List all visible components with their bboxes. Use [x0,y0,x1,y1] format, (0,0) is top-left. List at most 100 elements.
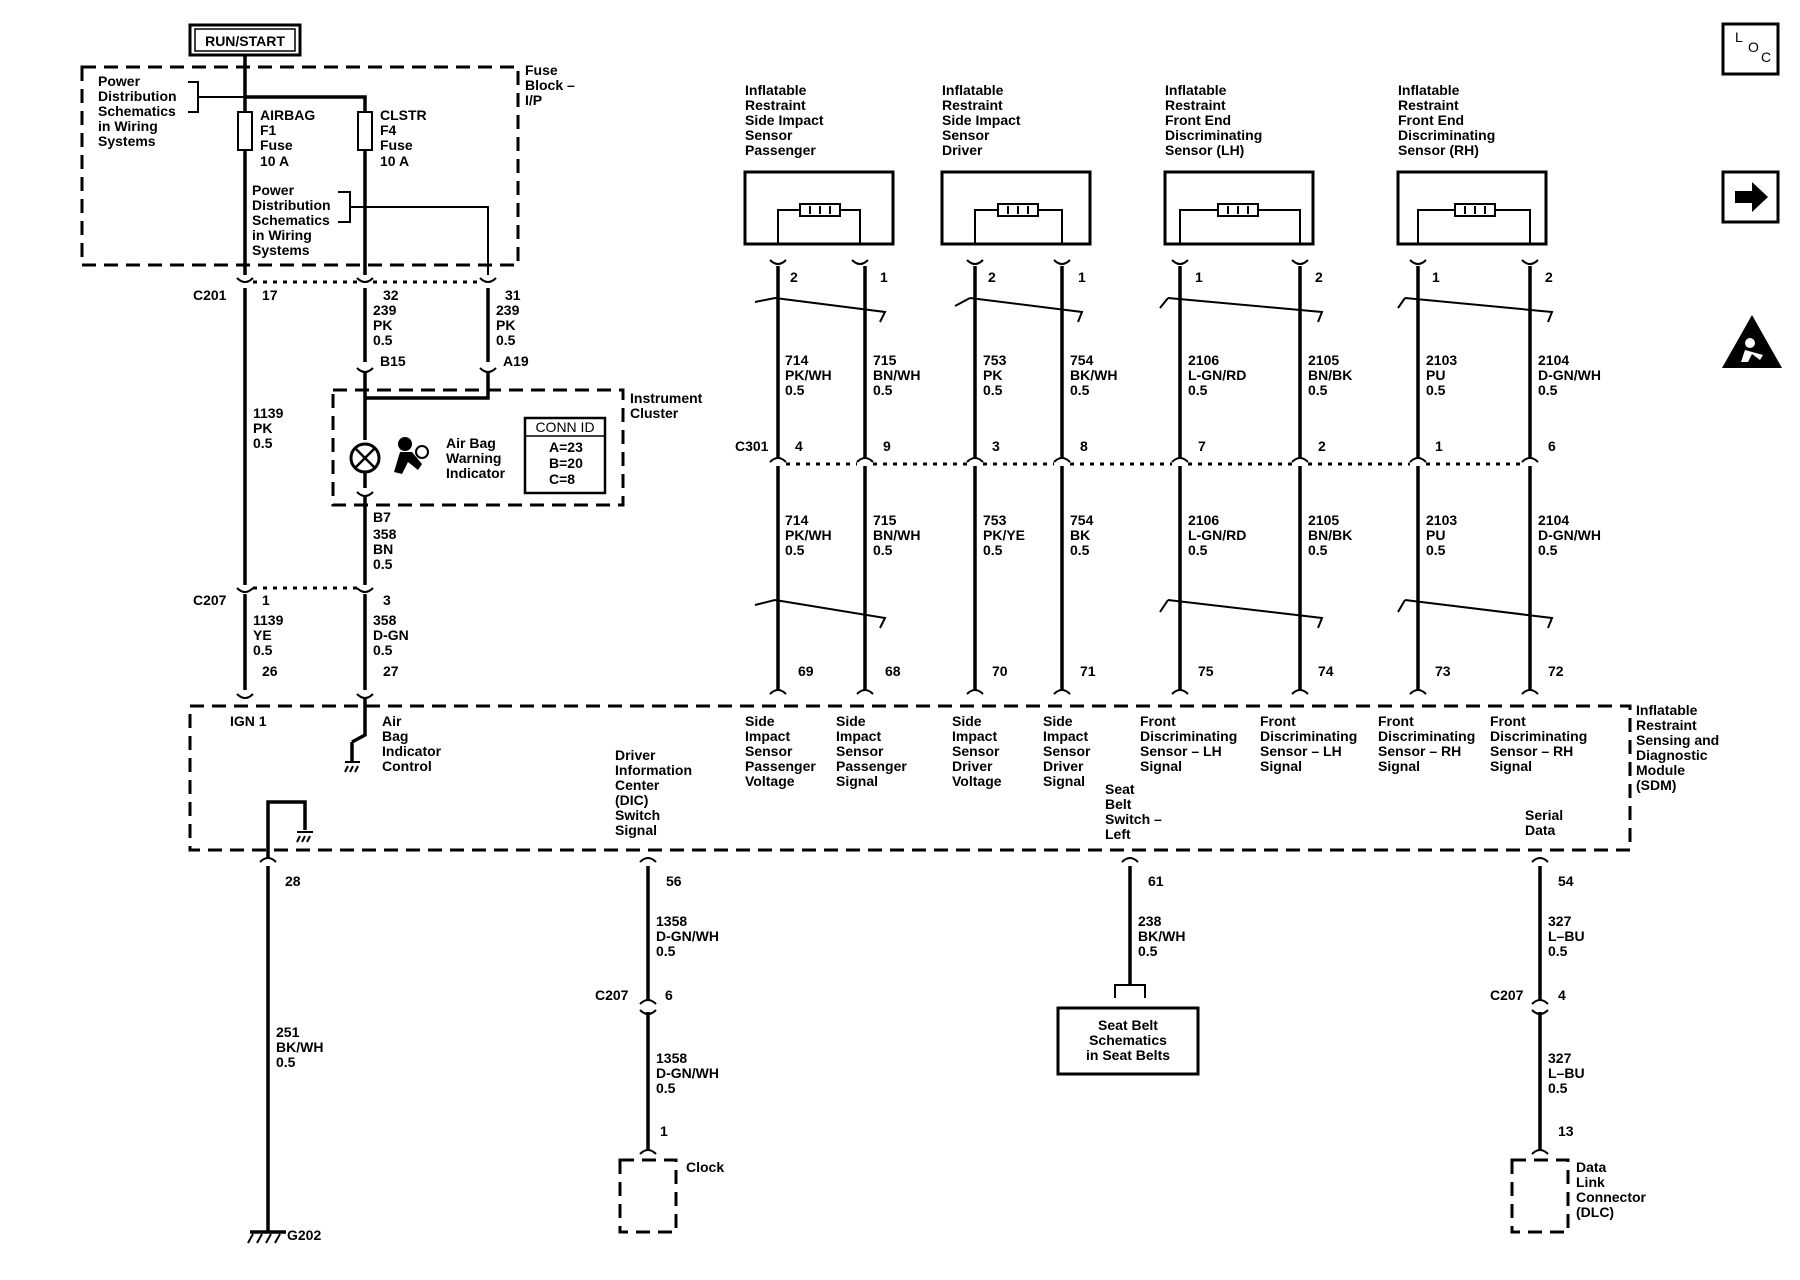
svg-text:PK/WH: PK/WH [785,367,832,383]
loc-icon[interactable]: L O C [1721,22,1780,76]
svg-text:Sensor – RH: Sensor – RH [1490,743,1573,759]
svg-text:PK/YE: PK/YE [983,527,1025,543]
svg-text:Side Impact: Side Impact [942,112,1021,128]
svg-text:74: 74 [1318,663,1334,679]
svg-text:D-GN: D-GN [373,627,409,643]
svg-text:F4: F4 [380,122,397,138]
svg-text:L: L [1735,29,1743,45]
svg-text:in Wiring: in Wiring [98,118,158,134]
svg-text:PK: PK [496,317,515,333]
dic-switch-label: Driver Information Center (DIC) Switch S… [615,747,692,838]
svg-text:Switch –: Switch – [1105,811,1162,827]
wire-239-pk-31: 239 PK 0.5 [496,302,520,348]
svg-text:0.5: 0.5 [276,1054,296,1070]
svg-text:753: 753 [983,352,1007,368]
svg-text:A=23: A=23 [549,439,583,455]
svg-text:Block –: Block – [525,77,575,93]
svg-text:D-GN/WH: D-GN/WH [656,1065,719,1081]
svg-text:Signal: Signal [1490,758,1532,774]
c201-connector: C201 17 32 31 [193,277,521,303]
svg-text:(SDM): (SDM) [1636,777,1676,793]
svg-text:Clock: Clock [686,1159,724,1175]
svg-text:C207: C207 [595,987,629,1003]
fuse-block-region [80,65,520,267]
svg-text:Impact: Impact [1043,728,1088,744]
svg-text:Sensor: Sensor [942,127,990,143]
sdm-title: Inflatable Restraint Sensing and Diagnos… [1636,702,1719,793]
svg-text:Side: Side [952,713,982,729]
svg-text:715: 715 [873,352,897,368]
svg-text:Sensor (LH): Sensor (LH) [1165,142,1244,158]
svg-text:Restraint: Restraint [745,97,806,113]
instrument-cluster-region [331,388,625,507]
svg-text:6: 6 [665,987,673,1003]
svg-text:Sensor (RH): Sensor (RH) [1398,142,1479,158]
svg-text:BK/WH: BK/WH [1138,928,1185,944]
svg-text:68: 68 [885,663,901,679]
svg-text:1: 1 [262,592,270,608]
svg-text:32: 32 [383,287,399,303]
airbag-warning-lamp [349,442,381,474]
conn-id-table: CONN ID A=23 B=20 C=8 [523,416,607,495]
svg-text:Seat Belt: Seat Belt [1098,1017,1158,1033]
svg-text:1: 1 [880,269,888,285]
svg-text:9: 9 [883,438,891,454]
sensor-front-rh: Inflatable Restraint Front End Discrimin… [1396,82,1601,695]
svg-text:Side Impact: Side Impact [745,112,824,128]
svg-text:0.5: 0.5 [1548,943,1568,959]
svg-text:Link: Link [1576,1174,1605,1190]
svg-text:C207: C207 [193,592,227,608]
svg-text:CONN ID: CONN ID [535,419,594,435]
svg-text:Diagnostic: Diagnostic [1636,747,1708,763]
sdm-input-labels: Side Impact Sensor Passenger Voltage Sid… [745,713,1587,789]
svg-text:2: 2 [1315,269,1323,285]
svg-text:3: 3 [992,438,1000,454]
svg-text:PU: PU [1426,367,1445,383]
svg-text:754: 754 [1070,352,1094,368]
svg-text:251: 251 [276,1024,300,1040]
svg-text:6: 6 [1548,438,1556,454]
svg-text:Fuse: Fuse [380,137,413,153]
svg-text:1358: 1358 [656,913,687,929]
svg-text:L-GN/RD: L-GN/RD [1188,527,1246,543]
pin-b15: B15 [380,353,406,369]
ign1-label: IGN 1 [230,713,267,729]
svg-text:L–BU: L–BU [1548,1065,1585,1081]
svg-text:2: 2 [1318,438,1326,454]
svg-text:BN/WH: BN/WH [873,527,920,543]
sensor-name: Inflatable Restraint Side Impact Sensor … [745,82,824,158]
svg-text:1: 1 [1432,269,1440,285]
svg-text:0.5: 0.5 [253,642,273,658]
svg-text:Side: Side [836,713,866,729]
svg-text:Voltage: Voltage [745,773,795,789]
svg-text:Sensor: Sensor [745,127,793,143]
svg-text:Discriminating: Discriminating [1398,127,1495,143]
svg-text:4: 4 [1558,987,1566,1003]
svg-text:C201: C201 [193,287,227,303]
arrow-right-icon[interactable] [1721,170,1780,224]
svg-text:10 A: 10 A [260,153,289,169]
svg-text:Distribution: Distribution [252,197,331,213]
svg-text:Signal: Signal [1378,758,1420,774]
svg-text:0.5: 0.5 [1308,542,1328,558]
sdm-pin-27: 27 [383,663,399,679]
clstr-fuse: CLSTR F4 Fuse 10 A [357,107,427,169]
svg-text:0.5: 0.5 [983,542,1003,558]
svg-text:C207: C207 [1490,987,1524,1003]
svg-text:CLSTR: CLSTR [380,107,427,123]
svg-text:Bag: Bag [382,728,408,744]
svg-text:1: 1 [660,1123,668,1139]
sensor-name: Inflatable Restraint Front End Discrimin… [1165,82,1262,158]
svg-text:0.5: 0.5 [1548,1080,1568,1096]
svg-text:1358: 1358 [656,1050,687,1066]
svg-text:BK/WH: BK/WH [276,1039,323,1055]
svg-text:Passenger: Passenger [745,758,816,774]
svg-text:8: 8 [1080,438,1088,454]
svg-text:PK/WH: PK/WH [785,527,832,543]
svg-text:Inflatable: Inflatable [942,82,1004,98]
svg-text:Data: Data [1576,1159,1607,1175]
airbag-warning-icon [1722,315,1782,368]
sensor-passenger: Inflatable Restraint Side Impact Sensor … [743,82,920,695]
svg-text:Front: Front [1260,713,1296,729]
c301-connector: C301 [735,438,1522,466]
